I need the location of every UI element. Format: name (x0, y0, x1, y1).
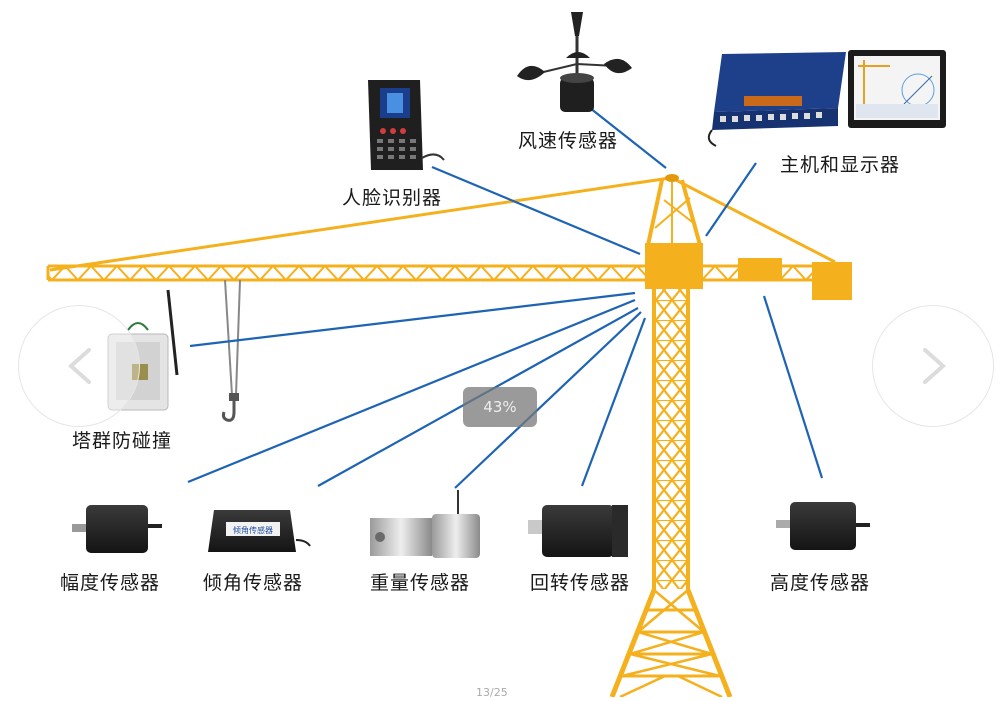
crane-counter-jib (700, 258, 852, 300)
chevron-right-icon (923, 348, 947, 384)
chevron-left-icon (67, 348, 91, 384)
label-face-recognizer: 人脸识别器 (342, 187, 443, 209)
crane-base (609, 589, 733, 699)
crane-mast (652, 289, 690, 590)
line-rotation (580, 317, 647, 487)
label-height-sensor: 高度传感器 (770, 572, 871, 594)
host-unit-device (707, 52, 846, 147)
tilt-plate-text: 倾角传感器 (233, 525, 273, 535)
line-amplitude (187, 298, 636, 484)
connection-lines (187, 107, 824, 489)
label-rotation-sensor: 回转传感器 (530, 572, 631, 594)
page-indicator: 13/25 (476, 686, 508, 699)
next-image-button[interactable] (872, 305, 994, 427)
display-monitor-device (848, 50, 946, 128)
line-face (431, 165, 641, 256)
amplitude-sensor-device (72, 505, 162, 553)
line-height (762, 295, 824, 479)
tower-crane (46, 174, 852, 699)
line-anti (189, 291, 636, 348)
crane-jib (46, 264, 648, 282)
crane-hook (221, 279, 241, 422)
label-tilt-sensor: 倾角传感器 (203, 572, 304, 594)
prev-image-button[interactable] (18, 305, 140, 427)
crane-cab (645, 243, 703, 289)
line-host (705, 162, 757, 237)
label-host-display: 主机和显示器 (780, 154, 901, 176)
anemometer-device (517, 12, 632, 112)
height-sensor-device (776, 502, 870, 550)
rotation-sensor-device (528, 505, 628, 557)
zoom-level-badge: 43% (463, 387, 537, 427)
label-amplitude-sensor: 幅度传感器 (60, 572, 161, 594)
label-anti-collision: 塔群防碰撞 (72, 430, 173, 452)
line-wind (589, 107, 667, 169)
weight-sensor-device (370, 490, 480, 558)
face-recognition-device (368, 80, 445, 170)
label-wind-sensor: 风速传感器 (518, 130, 619, 152)
tilt-sensor-device: 倾角传感器 (208, 510, 311, 552)
label-weight-sensor: 重量传感器 (370, 572, 471, 594)
counterweight (812, 262, 852, 300)
crane-apex (49, 174, 836, 272)
line-weight (454, 311, 642, 489)
